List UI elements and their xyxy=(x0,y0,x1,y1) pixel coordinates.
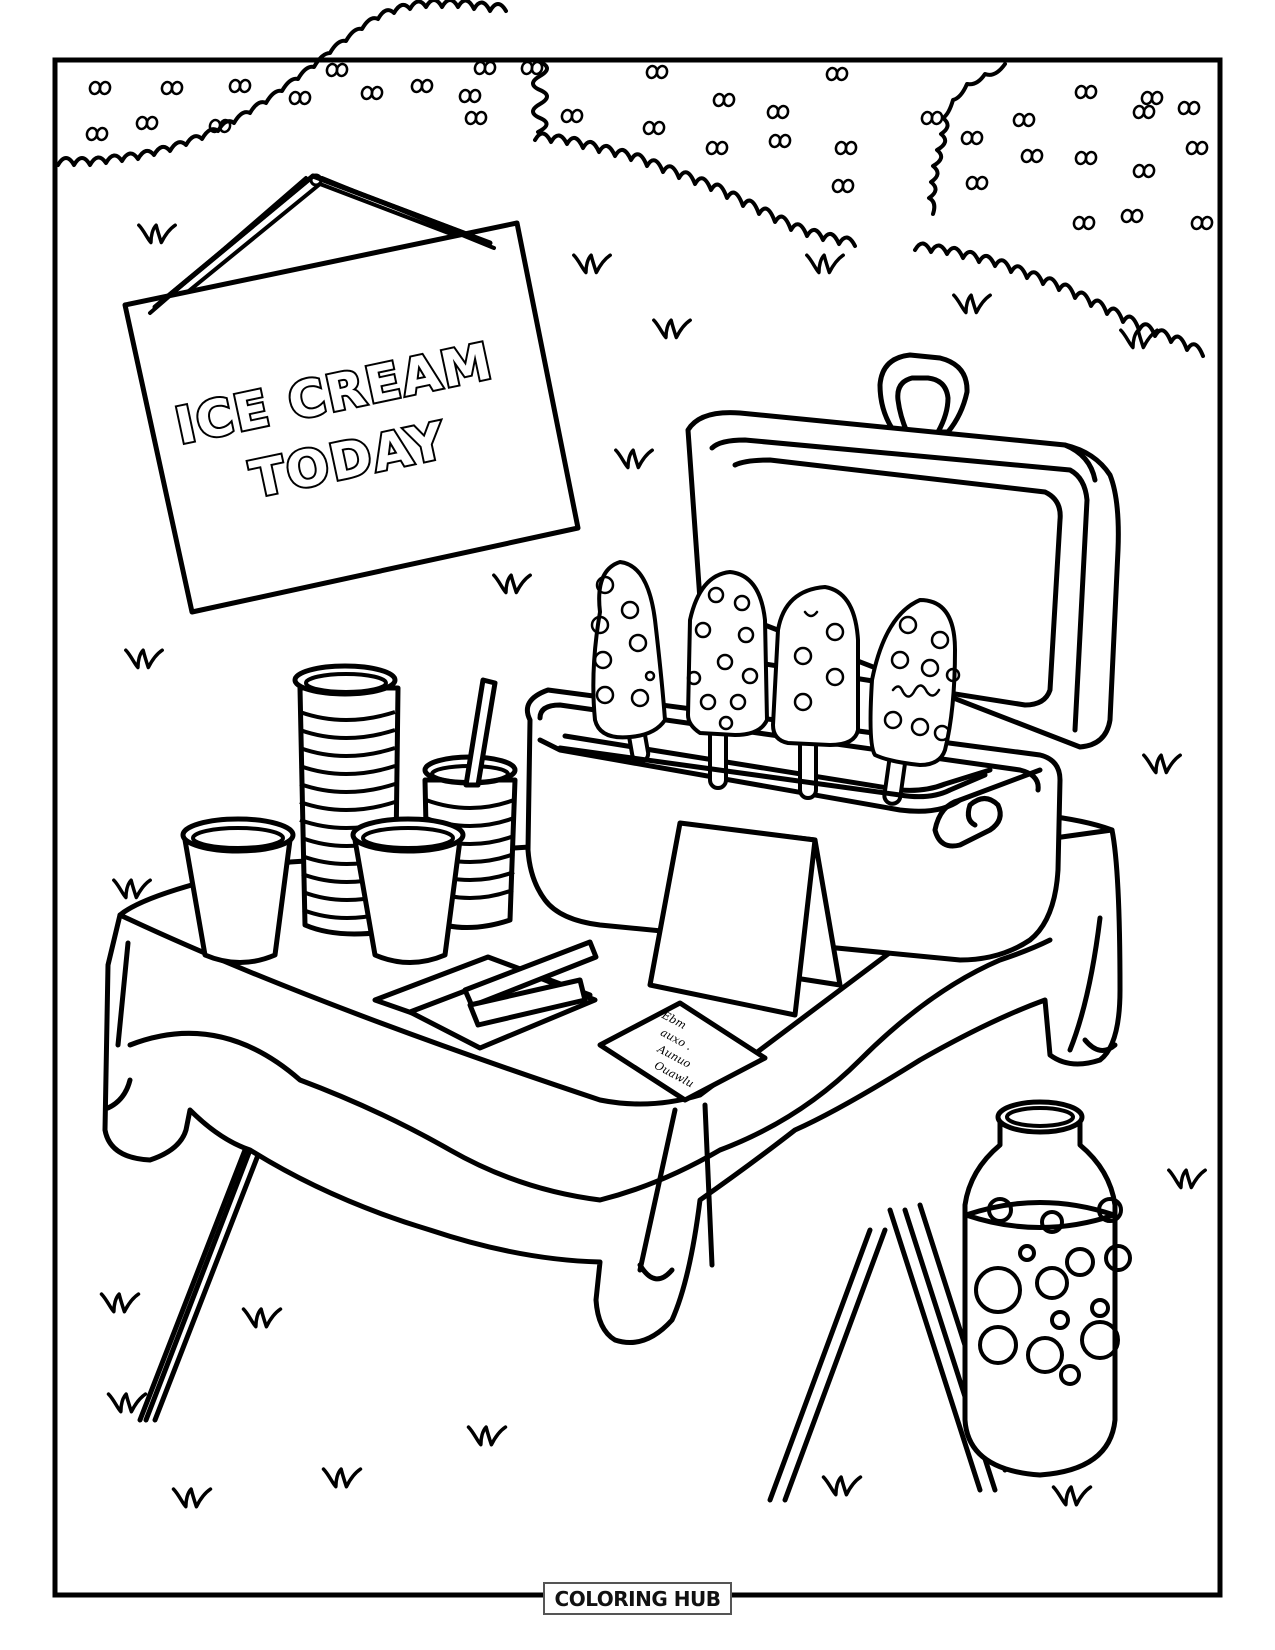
table-legs xyxy=(137,1147,1008,1503)
cup-left xyxy=(180,816,296,965)
coloring-hub-brand-label: COLORING HUB xyxy=(543,1582,732,1615)
popsicle-1 xyxy=(590,560,667,764)
hanging-sign: ICE CREAM TODAY xyxy=(122,173,581,615)
bushes xyxy=(56,0,1214,358)
popsicle-4 xyxy=(868,598,961,806)
tip-jar-with-coins xyxy=(962,1099,1132,1478)
napkins-and-popsicle-sticks xyxy=(372,939,599,1051)
cup-center xyxy=(350,816,466,965)
note-card: Ebm auxo . Aunuo Ouawlu xyxy=(597,1000,768,1103)
cooler-with-popsicles xyxy=(524,352,1121,963)
stacked-cups-short-with-straw xyxy=(422,677,518,930)
tent-card xyxy=(647,820,843,1018)
